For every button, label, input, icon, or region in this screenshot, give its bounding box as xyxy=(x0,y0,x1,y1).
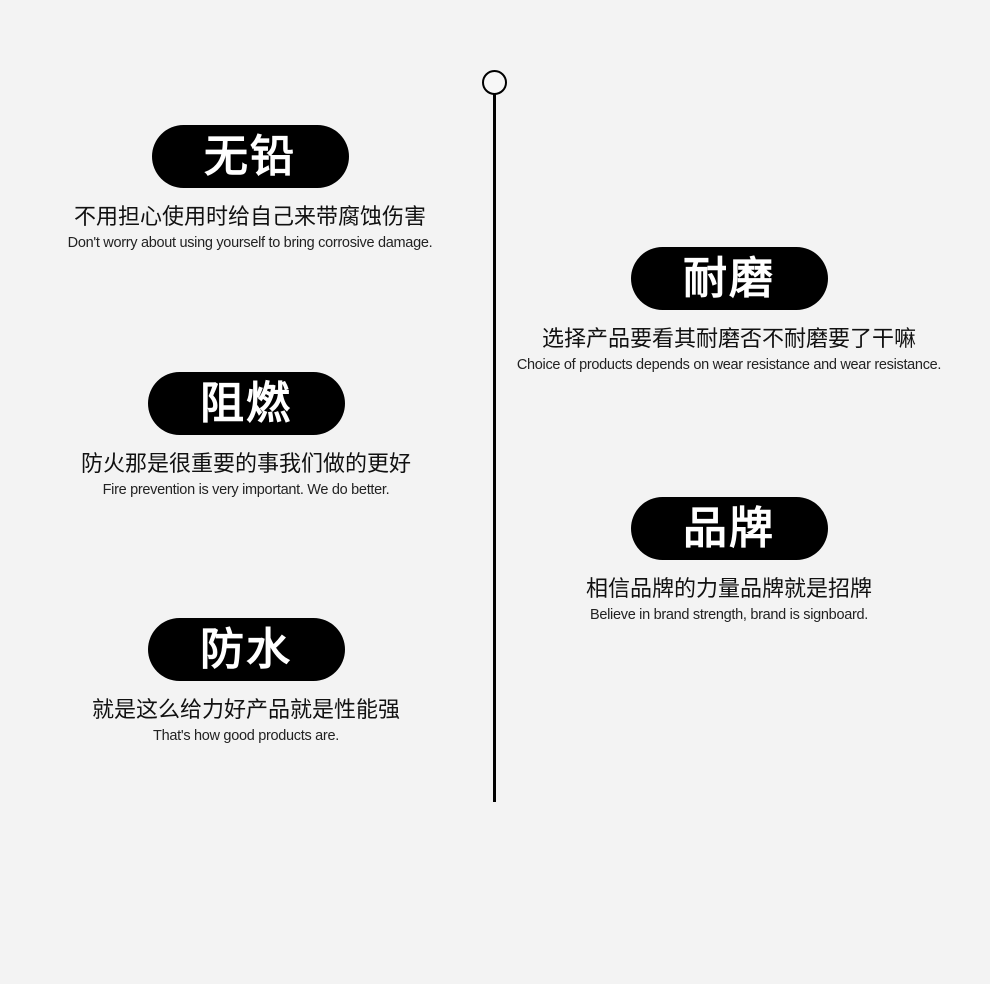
feature-title-pill: 品牌 xyxy=(630,497,828,560)
feature-description-cn: 选择产品要看其耐磨否不耐磨要了干嘛 xyxy=(541,327,916,352)
feature-description-cn: 防火那是很重要的事我们做的更好 xyxy=(80,452,411,477)
feature-title-pill: 无铅 xyxy=(151,125,349,188)
feature-title-pill: 阻燃 xyxy=(147,372,345,435)
feature-waterproof: 防水 就是这么给力好产品就是性能强 That's how good produc… xyxy=(0,618,492,745)
feature-wear-resistant: 耐磨 选择产品要看其耐磨否不耐磨要了干嘛 Choice of products … xyxy=(490,247,968,374)
feature-title-pill: 耐磨 xyxy=(630,247,828,310)
feature-brand: 品牌 相信品牌的力量品牌就是招牌 Believe in brand streng… xyxy=(480,497,978,624)
feature-title-pill: 防水 xyxy=(147,618,345,681)
feature-description-en: Fire prevention is very important. We do… xyxy=(102,482,390,498)
feature-flame-retardant: 阻燃 防火那是很重要的事我们做的更好 Fire prevention is ve… xyxy=(0,372,492,499)
timeline-start-circle-icon xyxy=(482,70,507,95)
feature-description-en: Believe in brand strength, brand is sign… xyxy=(590,607,868,623)
feature-description-cn: 就是这么给力好产品就是性能强 xyxy=(91,698,400,723)
feature-description-en: That's how good products are. xyxy=(153,728,339,744)
feature-description-cn: 不用担心使用时给自己来带腐蚀伤害 xyxy=(73,205,426,230)
feature-description-en: Choice of products depends on wear resis… xyxy=(516,357,942,373)
feature-lead-free: 无铅 不用担心使用时给自己来带腐蚀伤害 Don't worry about us… xyxy=(0,125,500,252)
feature-description-cn: 相信品牌的力量品牌就是招牌 xyxy=(585,577,872,602)
feature-description-en: Don't worry about using yourself to brin… xyxy=(67,235,433,251)
timeline-line xyxy=(493,94,496,802)
